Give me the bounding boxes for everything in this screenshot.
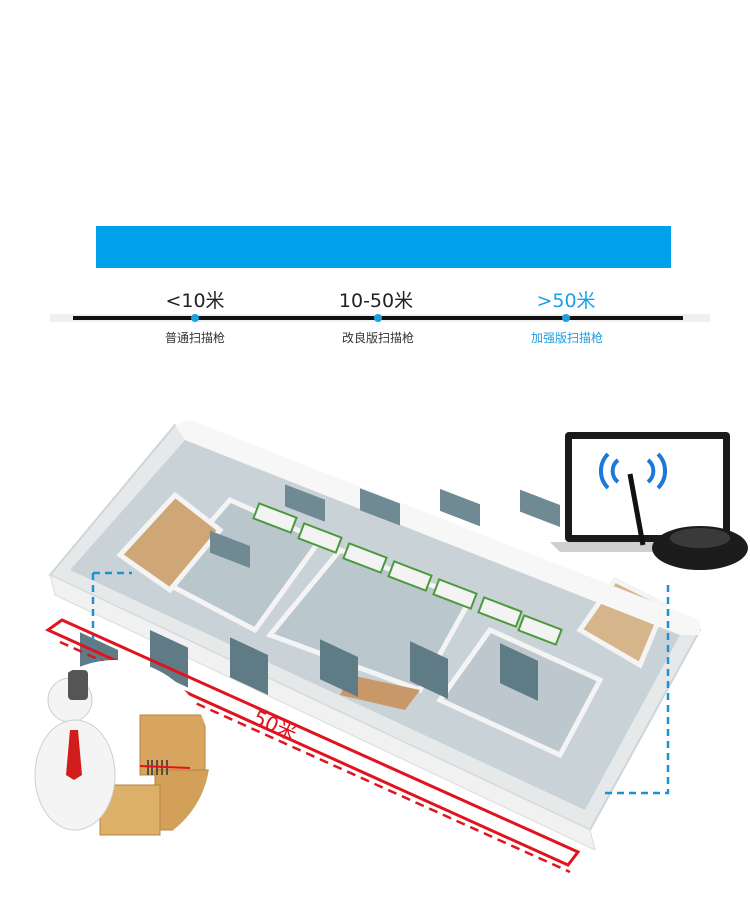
- range-label-medium: 10-50米: [338, 290, 414, 312]
- wifi-signal-icon: [598, 452, 668, 490]
- header-banner: [96, 226, 671, 268]
- product-label-standard: 普通扫描枪: [164, 331, 225, 345]
- scanner-user-illustration: [20, 660, 210, 850]
- distance-label: 50米: [250, 705, 301, 745]
- range-marker-long: [562, 314, 570, 322]
- laptop-receiver-illustration: [550, 432, 748, 570]
- office-floorplan: [48, 420, 702, 851]
- range-label-short: <10米: [165, 290, 225, 312]
- office-scene-illustration: 50米: [20, 420, 748, 874]
- product-label-improved: 改良版扫描枪: [341, 331, 414, 345]
- range-label-long: >50米: [536, 290, 596, 312]
- range-marker-medium: [374, 314, 382, 322]
- product-label-enhanced: 加强版扫描枪: [530, 331, 603, 345]
- range-marker-short: [191, 314, 199, 322]
